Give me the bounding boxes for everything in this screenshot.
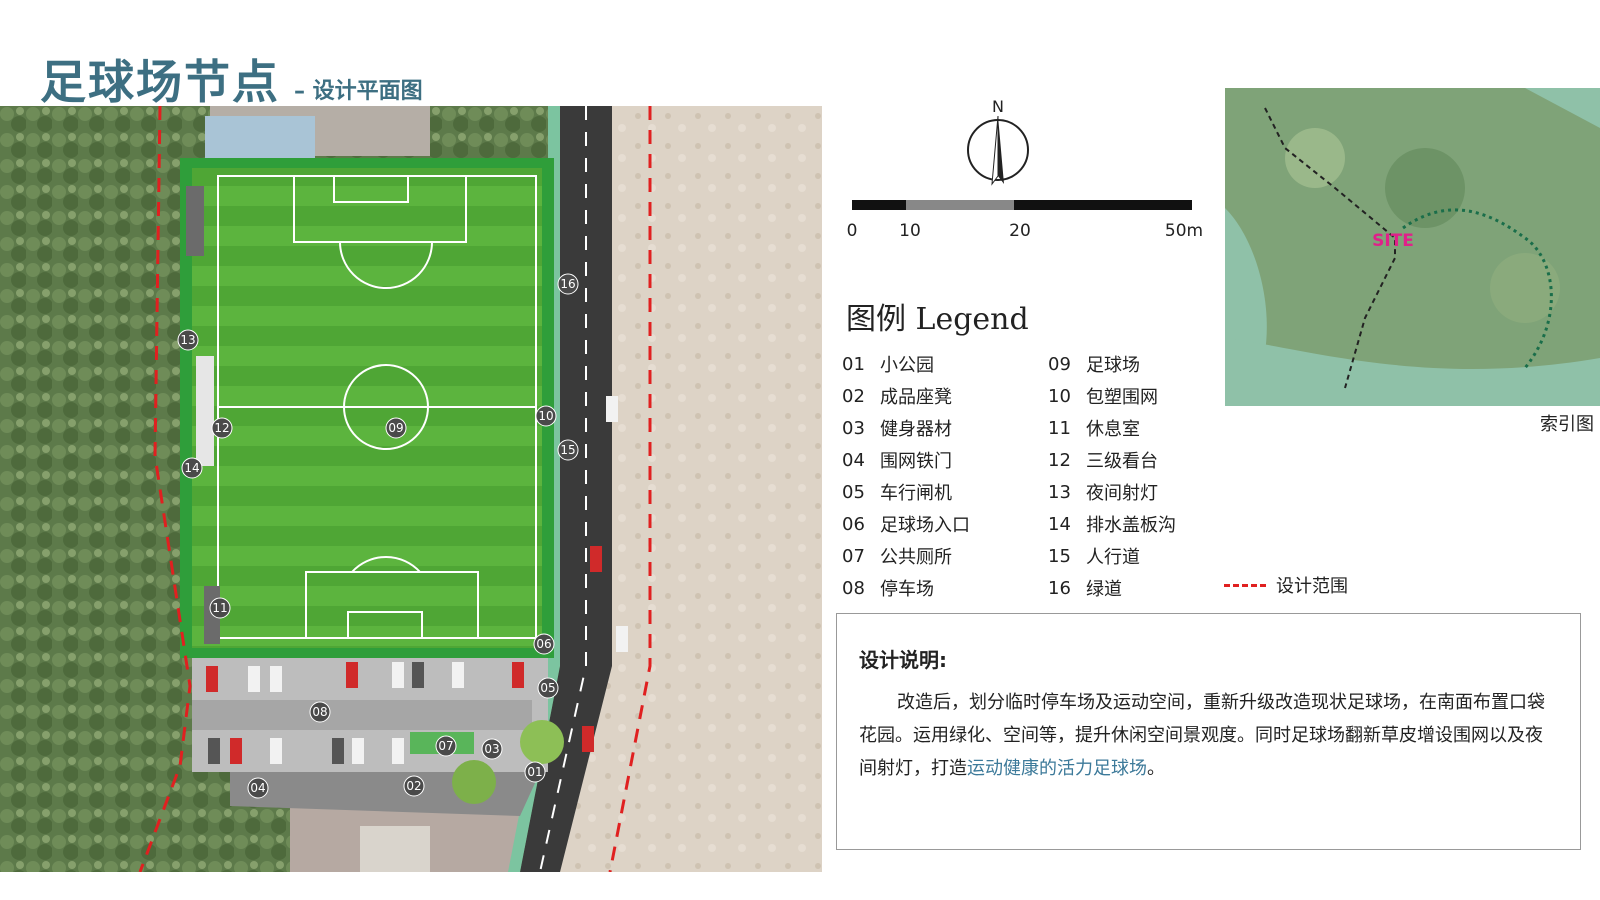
scale-bar: 0 10 20 50m [847,200,1203,241]
svg-text:01: 01 [527,765,542,779]
description-highlight: 运动健康的活力足球场 [967,758,1147,779]
title-sub: – 设计平面图 [294,79,423,104]
svg-text:10: 10 [538,409,553,423]
north-arrow-icon: N [967,100,1029,186]
page-title: 足球场节点 – 设计平面图 [40,46,423,112]
road [520,106,612,872]
design-range-legend: 设计范围 [1224,572,1348,598]
marker-07: 07 [435,735,457,757]
design-boundary [138,106,652,872]
building-blue [205,116,315,158]
legend-title: 图例 Legend [846,302,1029,337]
marker-10: 10 [535,405,557,427]
svg-text:08: 08 [312,705,327,719]
marker-03: 03 [481,738,503,760]
marker-04: 04 [247,777,269,799]
svg-text:09: 09 [388,421,403,435]
scale-label-0: 0 [847,221,858,241]
marker-11: 11 [209,597,231,619]
description-title: 设计说明: [859,648,947,672]
svg-text:04: 04 [250,781,265,795]
svg-text:N: N [992,100,1004,116]
marker-06: 06 [533,633,555,655]
svg-text:16: 16 [560,277,575,291]
field-lines [217,175,537,639]
marker-08: 08 [309,701,331,723]
svg-text:03: 03 [484,742,499,756]
svg-text:02: 02 [406,779,421,793]
description-text: 改造后，划分临时停车场及运动空间，重新升级改造现状足球场，在南面布置口袋花园。运… [859,692,1545,779]
dashed-line-icon [1224,583,1266,587]
scale-label-50: 50m [1165,221,1203,241]
bench-top [186,186,204,256]
tree-02 [452,760,496,804]
svg-text:07: 07 [438,739,453,753]
svg-text:14: 14 [184,461,199,475]
marker-05: 05 [537,677,559,699]
site-plan: 01 02 03 04 05 06 07 08 09 10 11 12 13 1… [0,106,822,872]
tree-01 [520,720,564,764]
svg-text:11: 11 [212,601,227,615]
index-map-caption: 索引图 [1540,414,1594,435]
marker-16: 16 [557,273,579,295]
marker-15: 15 [557,439,579,461]
marker-09: 09 [385,417,407,439]
range-label: 设计范围 [1276,576,1348,597]
marker-13: 13 [177,329,199,351]
markers: 01 02 03 04 05 06 07 08 09 10 11 12 13 1… [177,273,579,799]
road-centerline [539,106,587,872]
marker-14: 14 [181,457,203,479]
design-description: 设计说明: 改造后，划分临时停车场及运动空间，重新升级改造现状足球场，在南面布置… [836,613,1581,850]
svg-text:06: 06 [536,637,551,651]
svg-text:05: 05 [540,681,555,695]
stands [196,356,214,466]
parked-cars [206,396,628,764]
svg-text:13: 13 [180,333,195,347]
svg-text:15: 15 [560,443,575,457]
marker-12: 12 [211,417,233,439]
marker-01: 01 [524,761,546,783]
scale-label-10: 10 [899,221,921,241]
scale-label-20: 20 [1009,221,1031,241]
svg-text:12: 12 [214,421,229,435]
site-label: SITE [1372,231,1414,251]
title-main: 足球场节点 [40,55,280,109]
marker-02: 02 [403,775,425,797]
index-map: SITE [1225,88,1600,406]
